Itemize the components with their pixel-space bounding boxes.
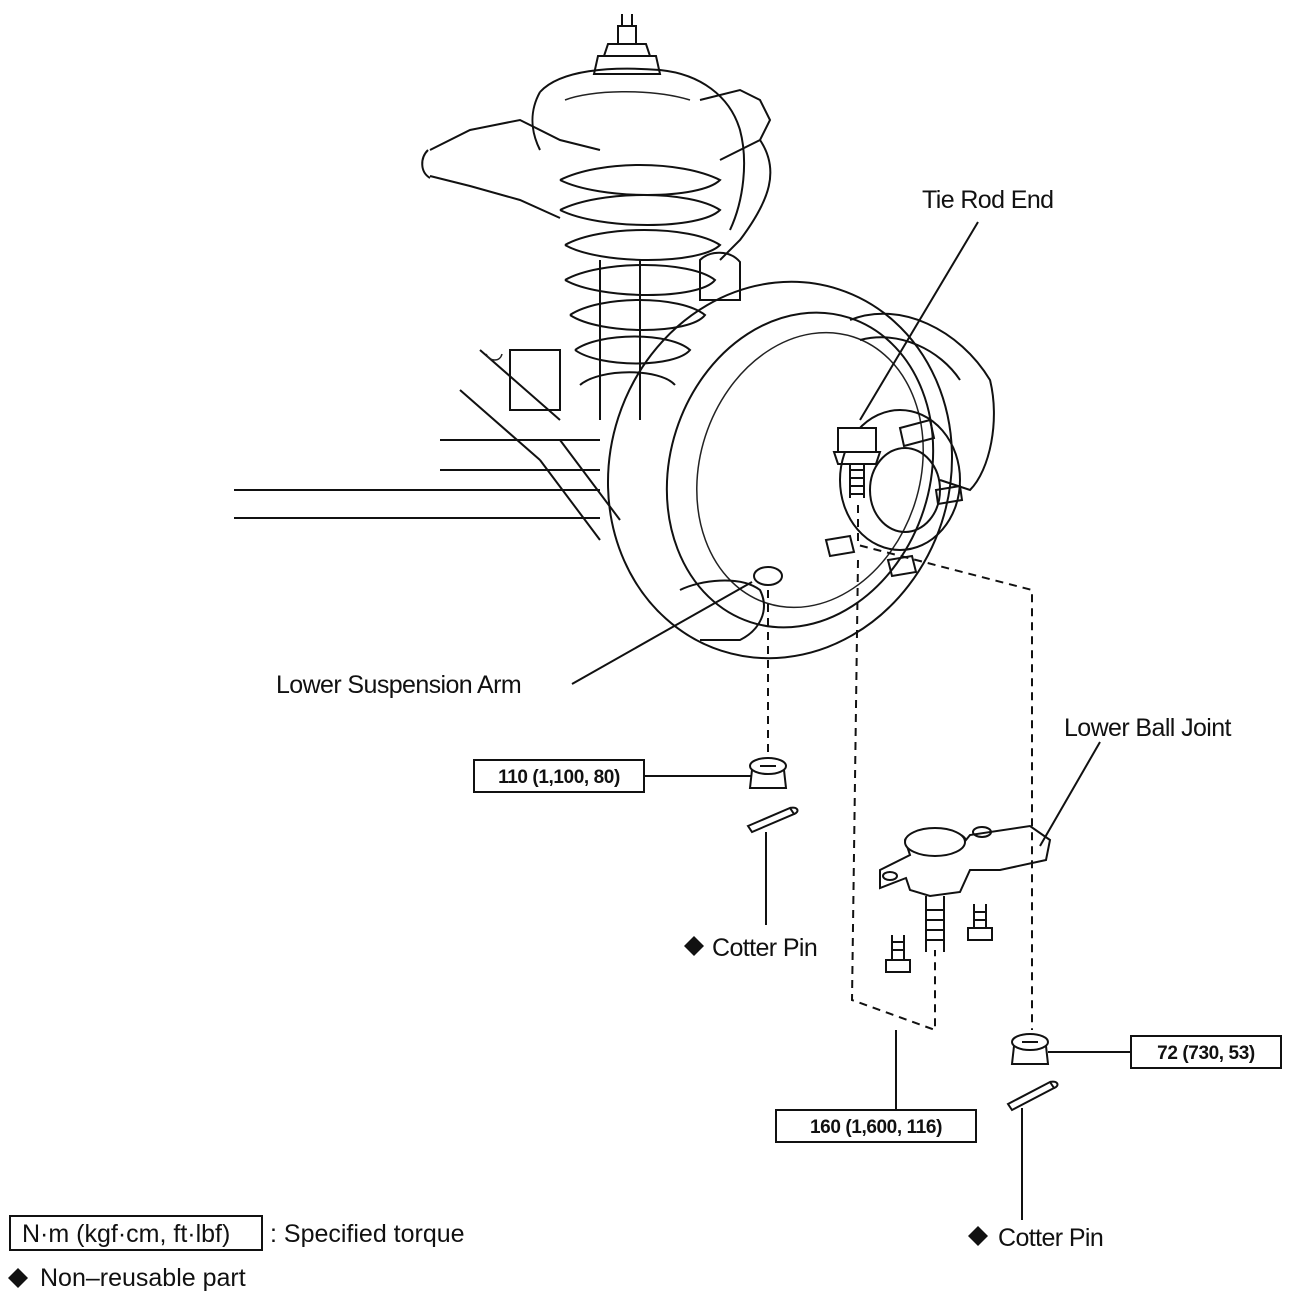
legend-torque-box — [9, 1215, 263, 1251]
diamond-icon — [968, 1226, 988, 1246]
label-lower-ball-joint: Lower Ball Joint — [1064, 714, 1232, 742]
legend-torque-desc: : Specified torque — [270, 1220, 465, 1248]
torque-box-ball-joint-nut — [1130, 1035, 1282, 1069]
legend: N·m (kgf·cm, ft·lbf) : Specified torque … — [8, 1215, 465, 1292]
torque-box-suspension-arm — [473, 759, 645, 793]
disc-and-knuckle — [606, 280, 995, 660]
assembly-lines — [767, 505, 1033, 1032]
label-cotter-pin-left: Cotter Pin — [712, 934, 817, 962]
strut-assembly — [421, 14, 772, 420]
torque-ball-joint-bolts: 160 (1,600, 116) — [810, 1117, 942, 1138]
frame-and-stabilizer — [234, 349, 621, 541]
diamond-icon — [684, 936, 704, 956]
lower-cotter-pin — [1006, 1080, 1059, 1112]
torque-suspension-arm-nut: 110 (1,100, 80) — [498, 767, 620, 788]
lower-castle-nut — [1010, 1033, 1050, 1065]
leader-lines — [571, 221, 1130, 1220]
legend-torque-units: N·m (kgf·cm, ft·lbf) — [22, 1220, 230, 1248]
torque-box-ball-joint-bolts — [775, 1109, 977, 1143]
label-tie-rod-end: Tie Rod End — [922, 186, 1053, 214]
upper-cotter-pin — [746, 806, 799, 834]
torque-ball-joint-nut: 72 (730, 53) — [1157, 1043, 1255, 1064]
diamond-icon — [8, 1268, 28, 1288]
label-lower-suspension-arm: Lower Suspension Arm — [276, 671, 521, 699]
lower-ball-joint — [879, 824, 1052, 973]
legend-non-reusable: Non–reusable part — [40, 1264, 246, 1292]
label-cotter-pin-right: Cotter Pin — [998, 1224, 1103, 1252]
upper-castle-nut — [748, 757, 788, 789]
